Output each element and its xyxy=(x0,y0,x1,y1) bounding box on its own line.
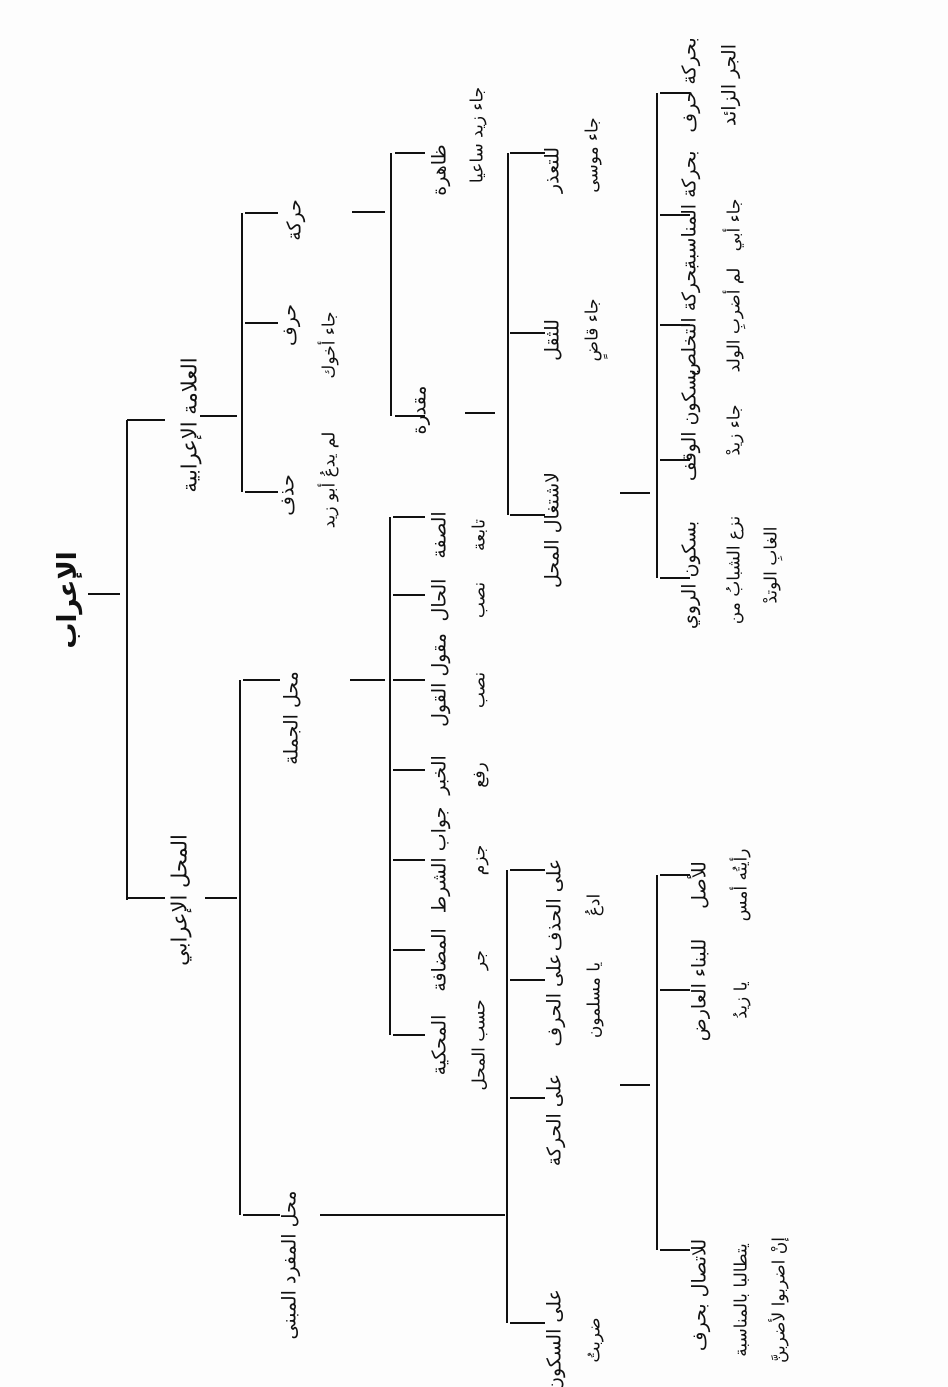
node-jumla-2: الحال xyxy=(428,578,451,622)
example-ishtighal-2: جاء أبي xyxy=(724,198,745,252)
node-ishtighal-4: بسكون الوقف xyxy=(678,368,701,482)
example-haraka-3-line2: إنْ اضربوا لأضربنَّ xyxy=(769,1237,790,1363)
node-haraka-1: للأصل xyxy=(688,861,711,909)
node-thiql: للثقل xyxy=(541,319,564,361)
node-mufrad-4: على السكون xyxy=(543,1289,566,1387)
node-haraka: حركة xyxy=(283,199,306,241)
example-jumla-1: تابعة xyxy=(469,519,490,551)
node-mufrad: محل المفرد المبنى xyxy=(278,1190,301,1340)
example-jumla-6: جر xyxy=(469,950,490,970)
node-jumla-5: جواب الشرط xyxy=(428,806,451,914)
example-ishtighal-5: نزع الشبابُ من xyxy=(724,515,745,625)
node-jumla-7: المحكية xyxy=(428,1014,451,1076)
example-harf: جاء أخوك xyxy=(319,311,340,379)
example-thiql: جاء قاضٍ xyxy=(582,298,603,362)
node-root: الإعراب xyxy=(53,551,83,649)
example-mufrad-1: ادعُ xyxy=(584,893,605,917)
example-haraka-1: رأيتُه أمس xyxy=(731,848,752,922)
node-alamah: العلامة الإعرابية xyxy=(177,357,202,493)
example-jumla-4: رفع xyxy=(469,762,490,788)
node-muqaddara: مقدرة xyxy=(408,385,431,435)
example-ishtighal-3: لم أضربِ الولد xyxy=(724,267,745,373)
example-jumla-2: نصب xyxy=(469,581,490,619)
example-mufrad-2: يا مسلمون xyxy=(584,961,605,1039)
node-jumla-1: الصفة xyxy=(428,511,451,559)
node-harf: حرف xyxy=(278,304,301,346)
node-ishtighal-1-line2: الجر الزائد xyxy=(718,44,741,126)
example-ishtighal-5-line2: الغابِ الوتدْ xyxy=(761,526,782,604)
node-mufrad-3: على الحركة xyxy=(543,1073,566,1167)
node-jumla-4: الخبر xyxy=(428,755,451,795)
node-hadhf: حذف xyxy=(276,474,299,516)
node-mufrad-2: على الحرف xyxy=(543,953,566,1047)
node-ishtighal-5: بسكون الروي xyxy=(678,520,701,630)
node-ishtighal: لاشتغال المحل xyxy=(541,472,564,588)
node-zahira: ظاهرة xyxy=(428,144,451,196)
example-zahira: جاء زيد ساعيا xyxy=(467,86,488,184)
example-haraka-3: يتطالبا بالمناسبة xyxy=(731,1243,752,1357)
example-hadhf: لم يدعُ أبو زيد xyxy=(319,431,340,529)
example-jumla-3: نصب xyxy=(469,671,490,709)
node-jumla: محل الجملة xyxy=(280,671,303,765)
node-haraka-3: للاتصال بحرف xyxy=(688,1238,711,1352)
example-taadhur: جاء موسى xyxy=(582,117,603,193)
node-jumla-3: مقول القول xyxy=(428,633,451,727)
node-jumla-6: المضافة xyxy=(428,928,451,992)
node-ishtighal-1: بحركة حرف xyxy=(678,37,701,133)
node-taadhur: للتعذر xyxy=(541,146,564,194)
example-jumla-7: حسب المحل xyxy=(469,999,490,1091)
node-mufrad-1: على الحذف xyxy=(543,858,566,952)
node-ishtighal-3: بحركة التخلص xyxy=(678,264,701,376)
node-ishtighal-2: بحركة المناسبة xyxy=(678,150,701,270)
node-mahall: المحل الإعرابي xyxy=(167,834,192,966)
example-haraka-2: يا زيدُ xyxy=(731,981,752,1019)
example-jumla-5: جزم xyxy=(469,844,490,876)
node-haraka-2: للبناء العارض xyxy=(688,938,711,1042)
example-mufrad-4: ضربتُ xyxy=(584,1317,605,1363)
example-ishtighal-4: جاء زيدْ xyxy=(724,404,745,456)
